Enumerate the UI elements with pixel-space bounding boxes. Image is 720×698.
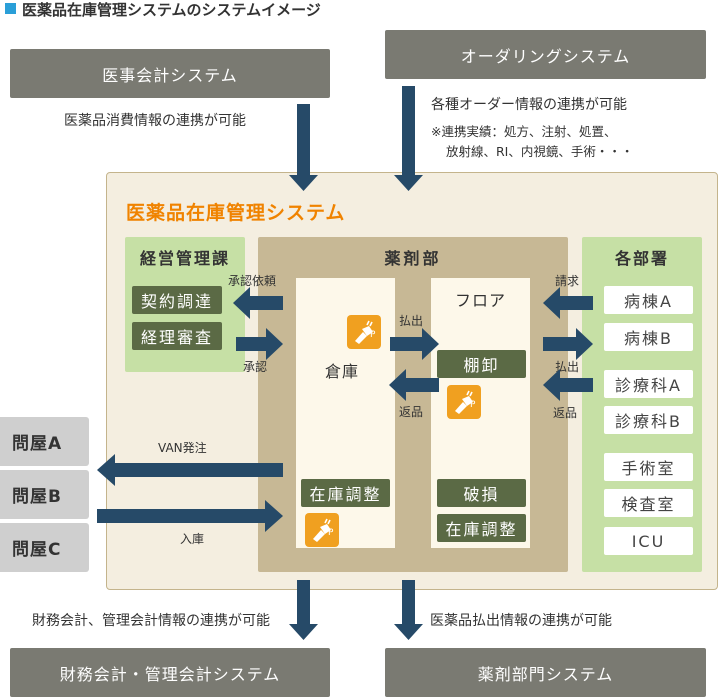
accounting-review-box: 経理審査 [132, 322, 222, 350]
barcode-scanner-icon: P [305, 513, 339, 547]
wholesaler-c: 問屋C [0, 523, 89, 572]
consumption-note: 医薬品消費情報の連携が可能 [64, 113, 246, 129]
svg-text:P: P [328, 528, 334, 538]
warehouse-adjust-box: 在庫調整 [301, 479, 390, 507]
contract-procurement-box: 契約調達 [132, 286, 222, 314]
orders-detail-1: ※連携実績：処方、注射、処置、 [431, 124, 617, 139]
main-system-title: 医薬品在庫管理システム [126, 202, 346, 224]
orders-note: 各種オーダー情報の連携が可能 [431, 97, 627, 113]
barcode-scanner-icon: P [447, 385, 481, 419]
return-label: 返品 [399, 405, 424, 419]
dept-lab: 検査室 [604, 489, 693, 517]
dept-ward-b: 病棟B [604, 323, 693, 351]
finance-system: 財務会計・管理会計システム [10, 648, 330, 697]
svg-text:P: P [370, 330, 376, 340]
departments-title: 各部署 [614, 249, 669, 268]
dept-operating-room: 手術室 [604, 453, 693, 481]
approval-request-label: 承認依頼 [228, 274, 277, 288]
warehouse-label: 倉庫 [325, 362, 360, 381]
payout-note: 医薬品払出情報の連携が可能 [430, 613, 612, 629]
pharmacy-title: 薬剤部 [384, 249, 442, 268]
page-title: 医薬品在庫管理システムのシステムイメージ [22, 1, 321, 19]
medical-accounting-system: 医事会計システム [10, 49, 330, 98]
svg-text:P: P [470, 400, 476, 410]
shelf-inventory-box: 棚卸 [437, 350, 526, 378]
approval-label: 承認 [243, 360, 268, 374]
header-marker [5, 3, 16, 14]
dept-return-label: 返品 [553, 406, 578, 420]
van-order-label: VAN発注 [158, 441, 207, 455]
payout-label: 払出 [399, 314, 424, 328]
receive-label: 入庫 [180, 532, 205, 546]
barcode-scanner-icon: P [347, 315, 381, 349]
wholesaler-a: 問屋A [0, 417, 89, 466]
dept-payout-label: 払出 [555, 360, 580, 374]
dept-clinic-a: 診療科A [604, 370, 693, 398]
floor-adjust-box: 在庫調整 [437, 514, 526, 542]
floor-label: フロア [454, 291, 506, 310]
dept-ward-a: 病棟A [604, 286, 693, 314]
pharmacy-dept-system: 薬剤部門システム [385, 648, 706, 697]
management-title: 経営管理課 [139, 249, 230, 268]
request-label: 請求 [555, 274, 580, 288]
ordering-system: オーダリングシステム [385, 30, 706, 79]
wholesaler-b: 問屋B [0, 470, 89, 519]
dept-clinic-b: 診療科B [604, 406, 693, 434]
orders-detail-2: 放射線、RI、内視鏡、手術・・・ [446, 144, 634, 159]
finance-note: 財務会計、管理会計情報の連携が可能 [32, 613, 270, 629]
dept-icu: ICU [604, 527, 693, 555]
damage-box: 破損 [437, 479, 526, 507]
